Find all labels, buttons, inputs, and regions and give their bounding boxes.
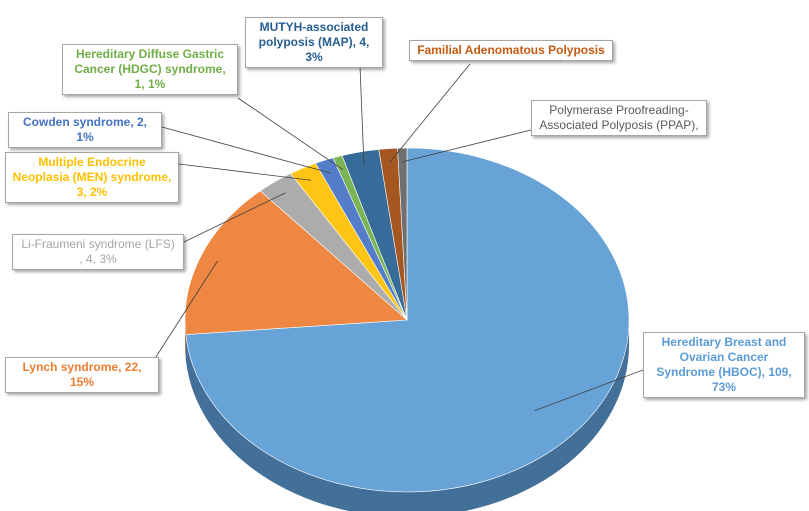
label-lynch: Lynch syndrome, 22, 15%	[5, 357, 159, 393]
leader-line-3	[178, 163, 312, 181]
leader-line-6	[359, 65, 365, 166]
pie-slice-8	[397, 147, 408, 321]
label-ppap: Polymerase Proofreading-Associated Polyp…	[531, 100, 707, 136]
leader-line-5	[237, 97, 344, 171]
leader-line-0	[534, 369, 644, 412]
label-cowden: Cowden syndrome, 2, 1%	[8, 112, 162, 148]
label-hdgc: Hereditary Diffuse Gastric Cancer (HDGC)…	[62, 44, 238, 95]
label-map: MUTYH-associated polyposis (MAP), 4, 3%	[245, 17, 383, 68]
leader-line-2	[183, 192, 286, 243]
label-fap: Familial Adenomatous Polyposis	[409, 40, 613, 61]
leader-line-1	[153, 260, 218, 361]
leader-line-4	[161, 126, 331, 174]
label-hboc: Hereditary Breast and Ovarian Cancer Syn…	[643, 332, 805, 398]
pie-slice-1	[184, 190, 408, 335]
label-men: Multiple Endocrine Neoplasia (MEN) syndr…	[5, 152, 179, 203]
leader-line-7	[389, 63, 471, 163]
leader-line-8	[402, 129, 532, 163]
label-lfs: Li-Fraumeni syndrome (LFS) , 4, 3%	[12, 234, 184, 270]
